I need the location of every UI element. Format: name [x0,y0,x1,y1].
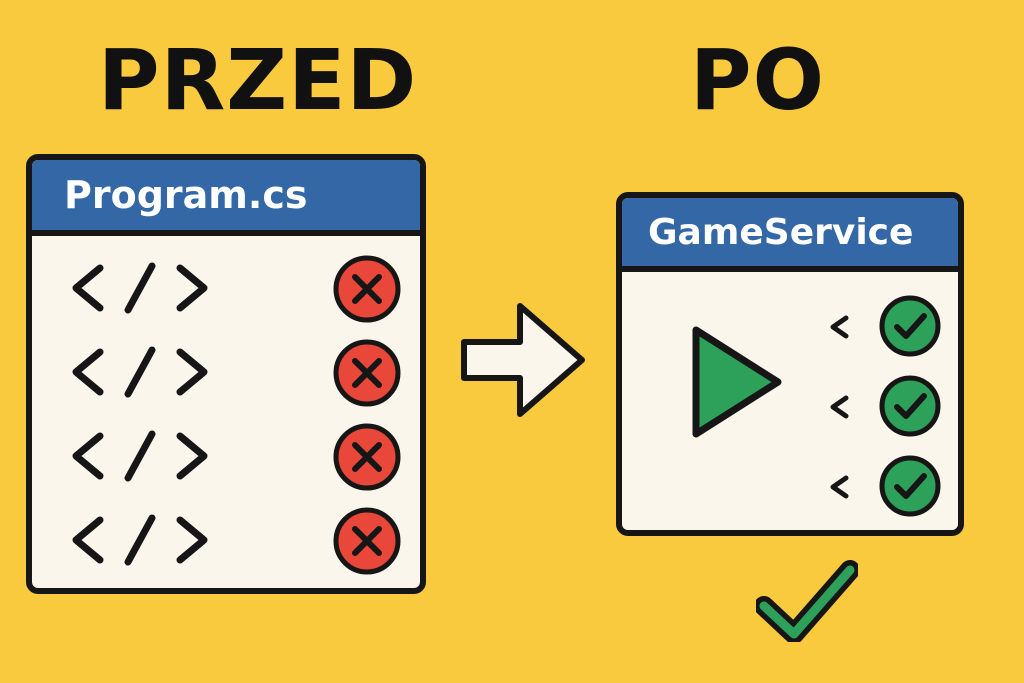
game-service-titlebar: GameService [622,198,958,272]
x-circle-icon [333,423,401,491]
check-circle-icon [879,455,941,517]
code-brackets-icon [72,262,208,314]
program-file-title: Program.cs [64,173,308,217]
play-icon [692,326,782,438]
after-heading: PO [690,31,825,129]
chevron-left-icon [830,475,849,499]
check-row [828,454,948,520]
check-row [828,294,948,360]
x-circle-icon [333,507,401,575]
game-service-window: GameService [616,192,964,536]
code-brackets-icon [72,346,208,398]
code-row [70,420,401,496]
code-brackets-icon [72,430,208,482]
chevron-left-icon [830,315,849,339]
x-circle-icon [333,255,401,323]
success-check-icon [756,560,858,642]
game-service-title: GameService [648,211,914,253]
check-circle-icon [879,375,941,437]
program-file-titlebar: Program.cs [32,160,420,236]
code-row [70,252,401,328]
arrow-right-icon [461,303,585,417]
code-row [70,336,401,412]
before-heading: PRZED [98,31,418,129]
code-row [70,504,401,580]
check-circle-icon [879,295,941,357]
code-brackets-icon [72,514,208,566]
chevron-left-icon [830,395,849,419]
check-row [828,374,948,440]
program-file-window: Program.cs [26,154,426,594]
x-circle-icon [333,339,401,407]
